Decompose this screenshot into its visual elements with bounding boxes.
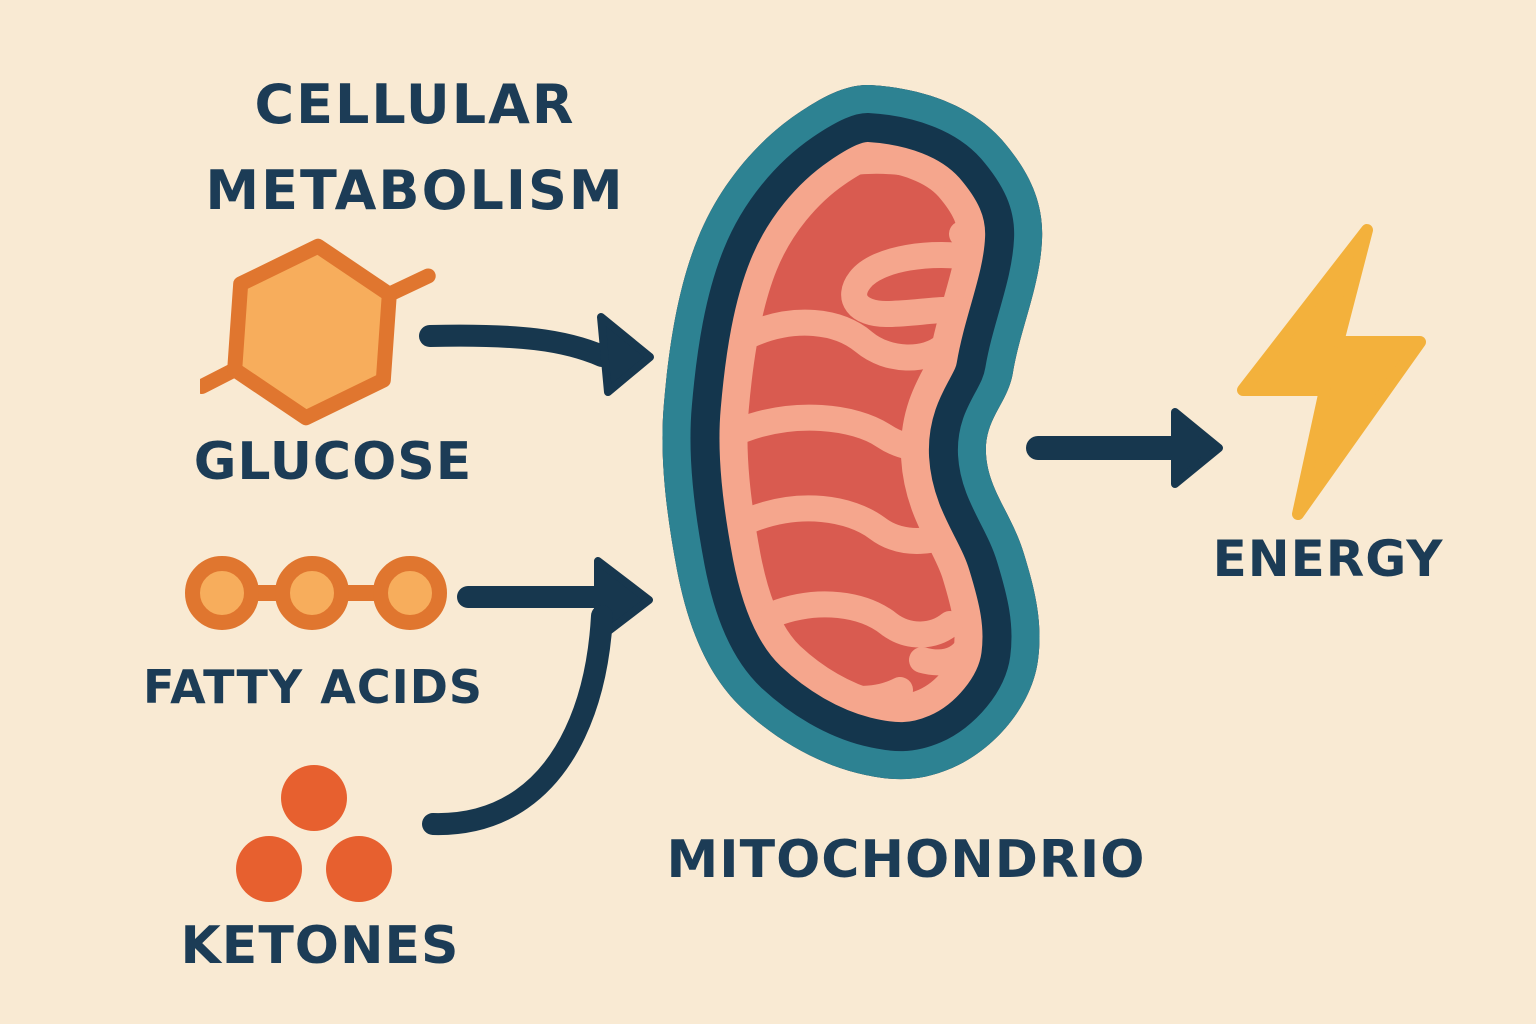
ketones-arrow-curve (422, 605, 613, 836)
ketone-bodies-icon (236, 765, 392, 902)
energy-label: ENERGY (1212, 530, 1444, 588)
diagram-title: CELLULAR METABOLISM (105, 62, 725, 234)
fatty-acids-label: FATTY ACIDS (142, 660, 484, 714)
glucose-label: GLUCOSE (193, 432, 473, 492)
title-line-1: CELLULAR (254, 73, 576, 136)
title-line-2: METABOLISM (205, 159, 625, 222)
mitochondrion-icon (662, 84, 1043, 780)
mitochondrion-label: MITOCHONDRIO (666, 830, 1146, 890)
fatty-acid-chain-icon (185, 556, 447, 630)
glucose-arrow (419, 313, 654, 396)
ketones-label: KETONES (180, 916, 460, 976)
fatty-acids-arrow (457, 557, 653, 643)
energy-arrow (1026, 408, 1223, 488)
lightning-bolt-icon (1237, 224, 1426, 520)
glucose-hexagon-icon (200, 238, 436, 426)
